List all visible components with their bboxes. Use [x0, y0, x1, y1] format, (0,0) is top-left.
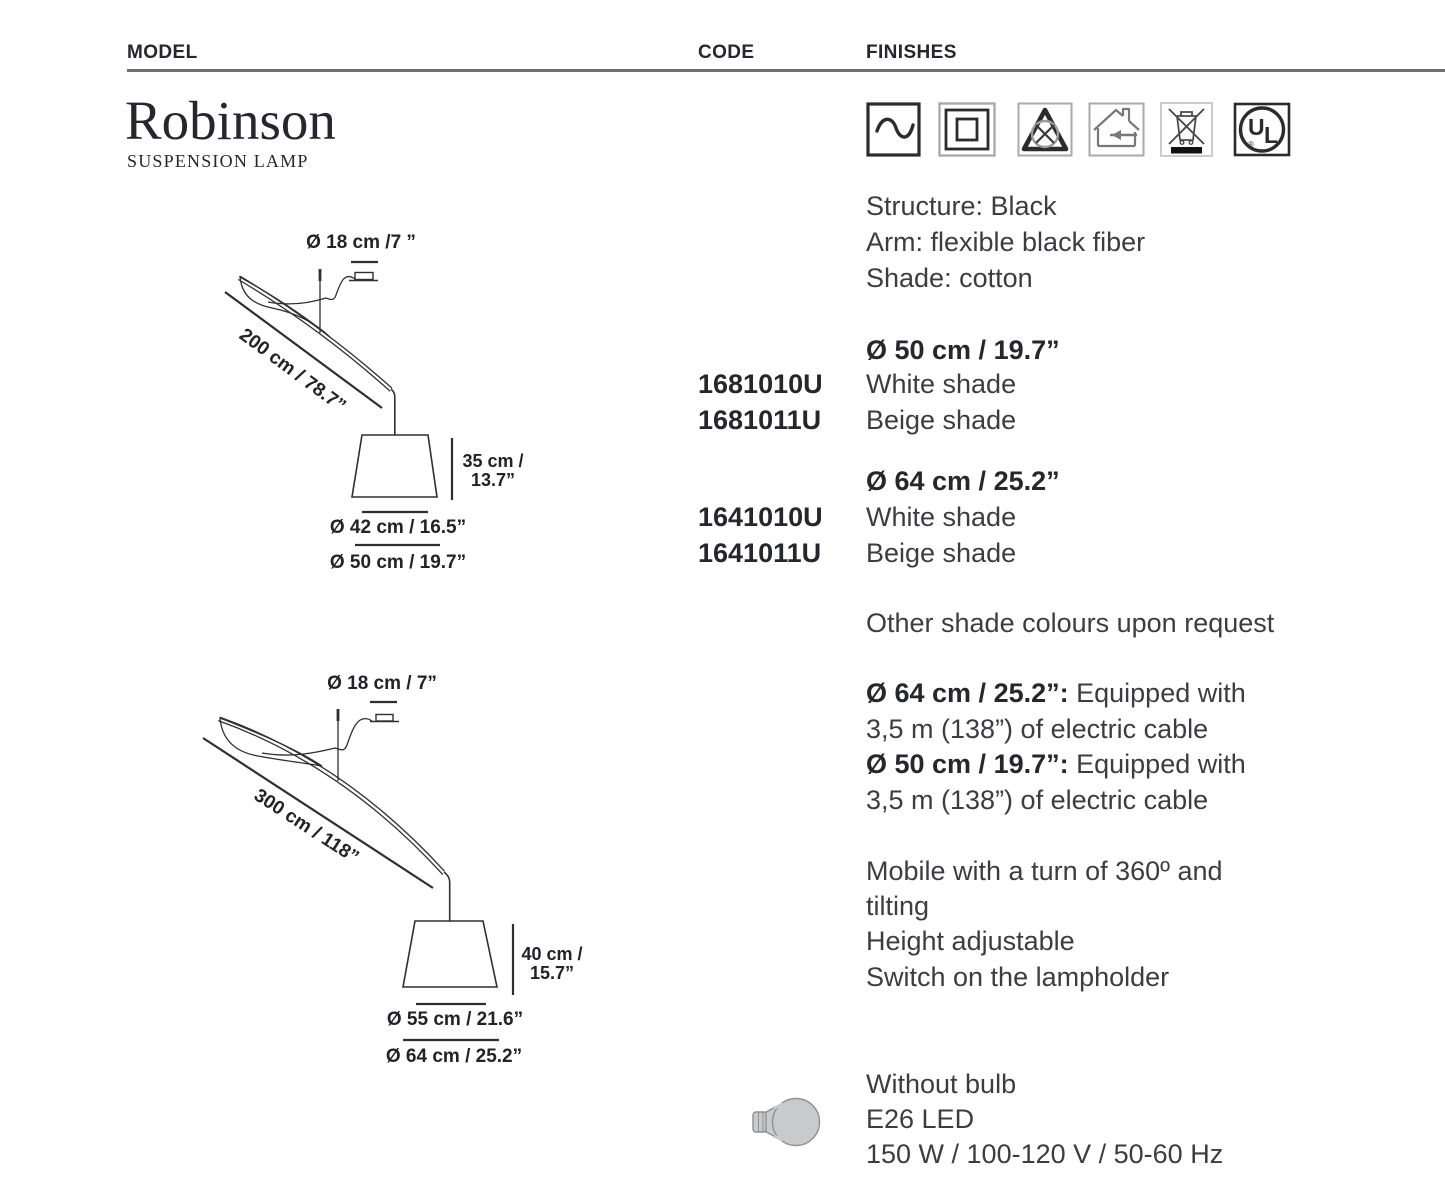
feature-line: tilting [866, 891, 930, 921]
material-structure: Structure: Black [866, 191, 1057, 221]
product-name: Robinson [125, 90, 336, 151]
product-code: 1641010U [698, 502, 823, 532]
indoor-use-only-icon [1088, 102, 1145, 157]
product-code: 1681010U [698, 369, 823, 399]
feature-line: Switch on the lampholder [866, 962, 1170, 992]
shade-top-diameter-label: Ø 42 cm / 16.5” [329, 517, 467, 538]
shade-height-label: 40 cm / 15.7” [521, 944, 583, 983]
cable-info-text: 3,5 m (138”) of electric cable [866, 785, 1209, 815]
class-ii-double-insulation-icon [938, 102, 996, 157]
weee-crossed-bin-icon [1160, 102, 1213, 157]
arm-length-label: 200 cm / 78.7” [235, 324, 350, 417]
svg-text:U: U [1248, 114, 1265, 140]
diagram-large-drawing [202, 700, 515, 1042]
finish-option: White shade [866, 502, 1017, 532]
finish-option: White shade [866, 369, 1017, 399]
lamping-line: Without bulb [866, 1069, 1017, 1099]
cable-info-line: Ø 64 cm / 25.2”:Equipped with [866, 680, 1246, 707]
thermal-protection-triangle-icon [1017, 102, 1073, 157]
cable-info-text: 3,5 m (138”) of electric cable [866, 714, 1209, 744]
feature-line: Height adjustable [866, 926, 1075, 956]
cable-info-line: Ø 50 cm / 19.7”:Equipped with [866, 751, 1246, 778]
canopy-dimension-label: Ø 18 cm / 7” [327, 673, 437, 694]
shade-height-label: 35 cm / 13.7” [462, 451, 524, 490]
product-code: 1681011U [698, 405, 822, 435]
code-column-header: CODE [698, 42, 755, 63]
cable-info-text: Equipped with [1076, 678, 1246, 708]
variant-size-heading: Ø 50 cm / 19.7” [866, 335, 1060, 365]
cable-size-bold: Ø 64 cm / 25.2”: [866, 678, 1069, 708]
product-category: SUSPENSION LAMP [127, 151, 309, 171]
light-bulb-icon [752, 1097, 821, 1147]
finish-option: Beige shade [866, 538, 1017, 568]
model-column-header: MODEL [127, 42, 198, 63]
header-divider [127, 69, 1445, 72]
feature-line: Mobile with a turn of 360º and [866, 856, 1223, 886]
cable-info-text: Equipped with [1076, 749, 1246, 779]
ul-certification-icon: U L ® [1233, 102, 1291, 157]
shade-top-diameter-label: Ø 55 cm / 21.6” [386, 1009, 524, 1030]
lamping-line: 150 W / 100-120 V / 50-60 Hz [866, 1139, 1224, 1169]
cable-info-line: 3,5 m (138”) of electric cable [866, 787, 1208, 814]
shade-colour-note: Other shade colours upon request [866, 608, 1275, 638]
shade-bottom-diameter-label: Ø 50 cm / 19.7” [329, 552, 467, 573]
canopy-dimension-label: Ø 18 cm /7 ” [306, 232, 416, 253]
finishes-column-header: FINISHES [866, 42, 957, 63]
shade-bottom-diameter-label: Ø 64 cm / 25.2” [385, 1046, 523, 1067]
arm-length-label: 300 cm / 118” [250, 784, 363, 869]
ac-sine-wave-icon [866, 102, 921, 157]
svg-text:®: ® [1248, 140, 1254, 149]
svg-text:L: L [1264, 122, 1278, 148]
cable-size-bold: Ø 50 cm / 19.7”: [866, 749, 1069, 779]
material-shade: Shade: cotton [866, 263, 1033, 293]
variant-size-heading: Ø 64 cm / 25.2” [866, 466, 1060, 496]
product-code: 1641011U [698, 538, 822, 568]
cable-info-line: 3,5 m (138”) of electric cable [866, 716, 1208, 743]
finish-option: Beige shade [866, 405, 1017, 435]
lamping-line: E26 LED [866, 1104, 975, 1134]
material-arm: Arm: flexible black fiber [866, 227, 1146, 257]
